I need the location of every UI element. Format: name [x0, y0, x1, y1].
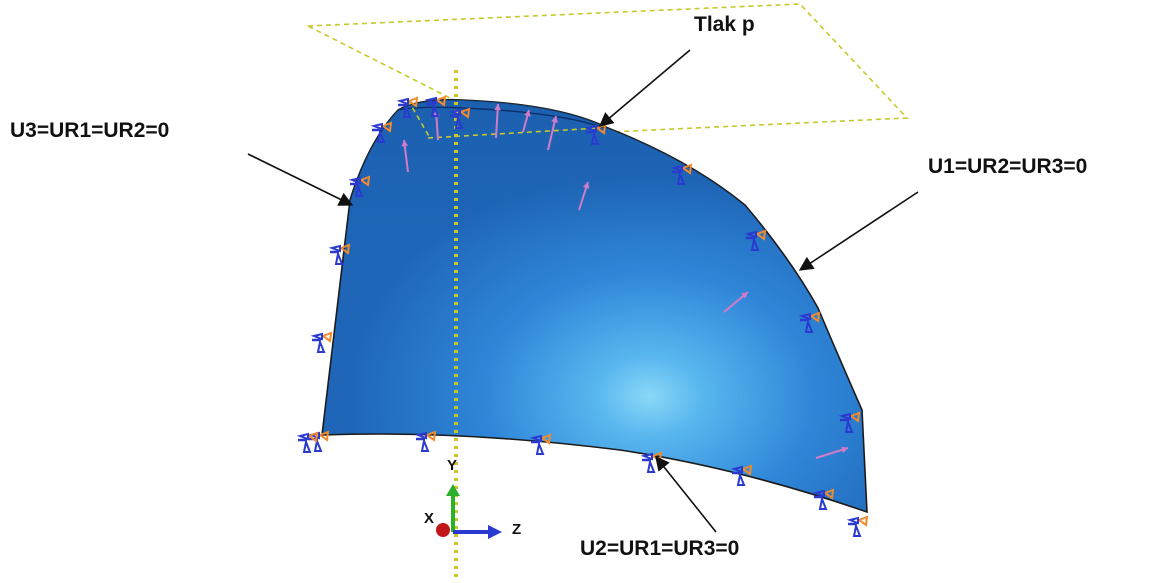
boundary-condition-icon	[370, 121, 393, 143]
coordinate-triad-icon	[436, 484, 502, 539]
boundary-condition-icon	[348, 175, 371, 197]
boundary-condition-icon	[424, 95, 447, 117]
boundary-condition-icon	[396, 96, 419, 118]
boundary-condition-icon	[414, 430, 437, 452]
boundary-condition-icon	[798, 311, 821, 333]
pressure-arrow-icon	[522, 109, 531, 133]
pressure-arrow-icon	[815, 446, 849, 459]
leader-left-edge	[247, 153, 354, 206]
shell-top-shading	[322, 99, 867, 512]
boundary-condition-icon	[529, 433, 552, 455]
boundary-condition-icon	[584, 123, 607, 145]
pressure-arrow-icon	[723, 291, 749, 313]
boundary-condition-icon	[838, 411, 861, 433]
load-plane-outline	[304, 3, 909, 137]
axis-y-label: Y	[447, 457, 458, 474]
axis-x-label: X	[424, 510, 435, 527]
pressure-arrows	[401, 103, 849, 459]
pressure-arrow-icon	[578, 181, 590, 211]
boundary-condition-icon	[812, 488, 835, 510]
boundary-condition-icon	[310, 331, 333, 353]
pressure-arrow-icon	[401, 139, 409, 173]
pressure-arrow-icon	[547, 115, 558, 151]
leader-bottom-edge	[655, 455, 717, 533]
shell-rim	[397, 106, 605, 129]
boundary-condition-icon	[448, 107, 471, 129]
left-edge-label: U3=UR1=UR2=0	[10, 119, 170, 142]
pressure-label: Tlak p	[694, 13, 755, 36]
pressure-arrow-icon	[494, 103, 501, 139]
right-edge-label: U1=UR2=UR3=0	[928, 155, 1088, 178]
axis-z-label: Z	[512, 521, 522, 538]
load-plane-inner-edge-2	[407, 99, 431, 139]
load-plane-inner-edge	[427, 127, 601, 139]
leader-pressure	[598, 49, 691, 127]
boundary-condition-icon	[670, 163, 693, 185]
boundary-condition-icon	[846, 515, 869, 537]
boundary-condition-icon	[730, 464, 753, 486]
leader-right-edge	[798, 191, 919, 271]
bottom-edge-label: U2=UR1=UR3=0	[580, 537, 740, 560]
boundary-condition-icon	[744, 229, 767, 251]
boundary-condition-icon	[296, 431, 319, 453]
boundary-condition-icon	[328, 243, 351, 265]
